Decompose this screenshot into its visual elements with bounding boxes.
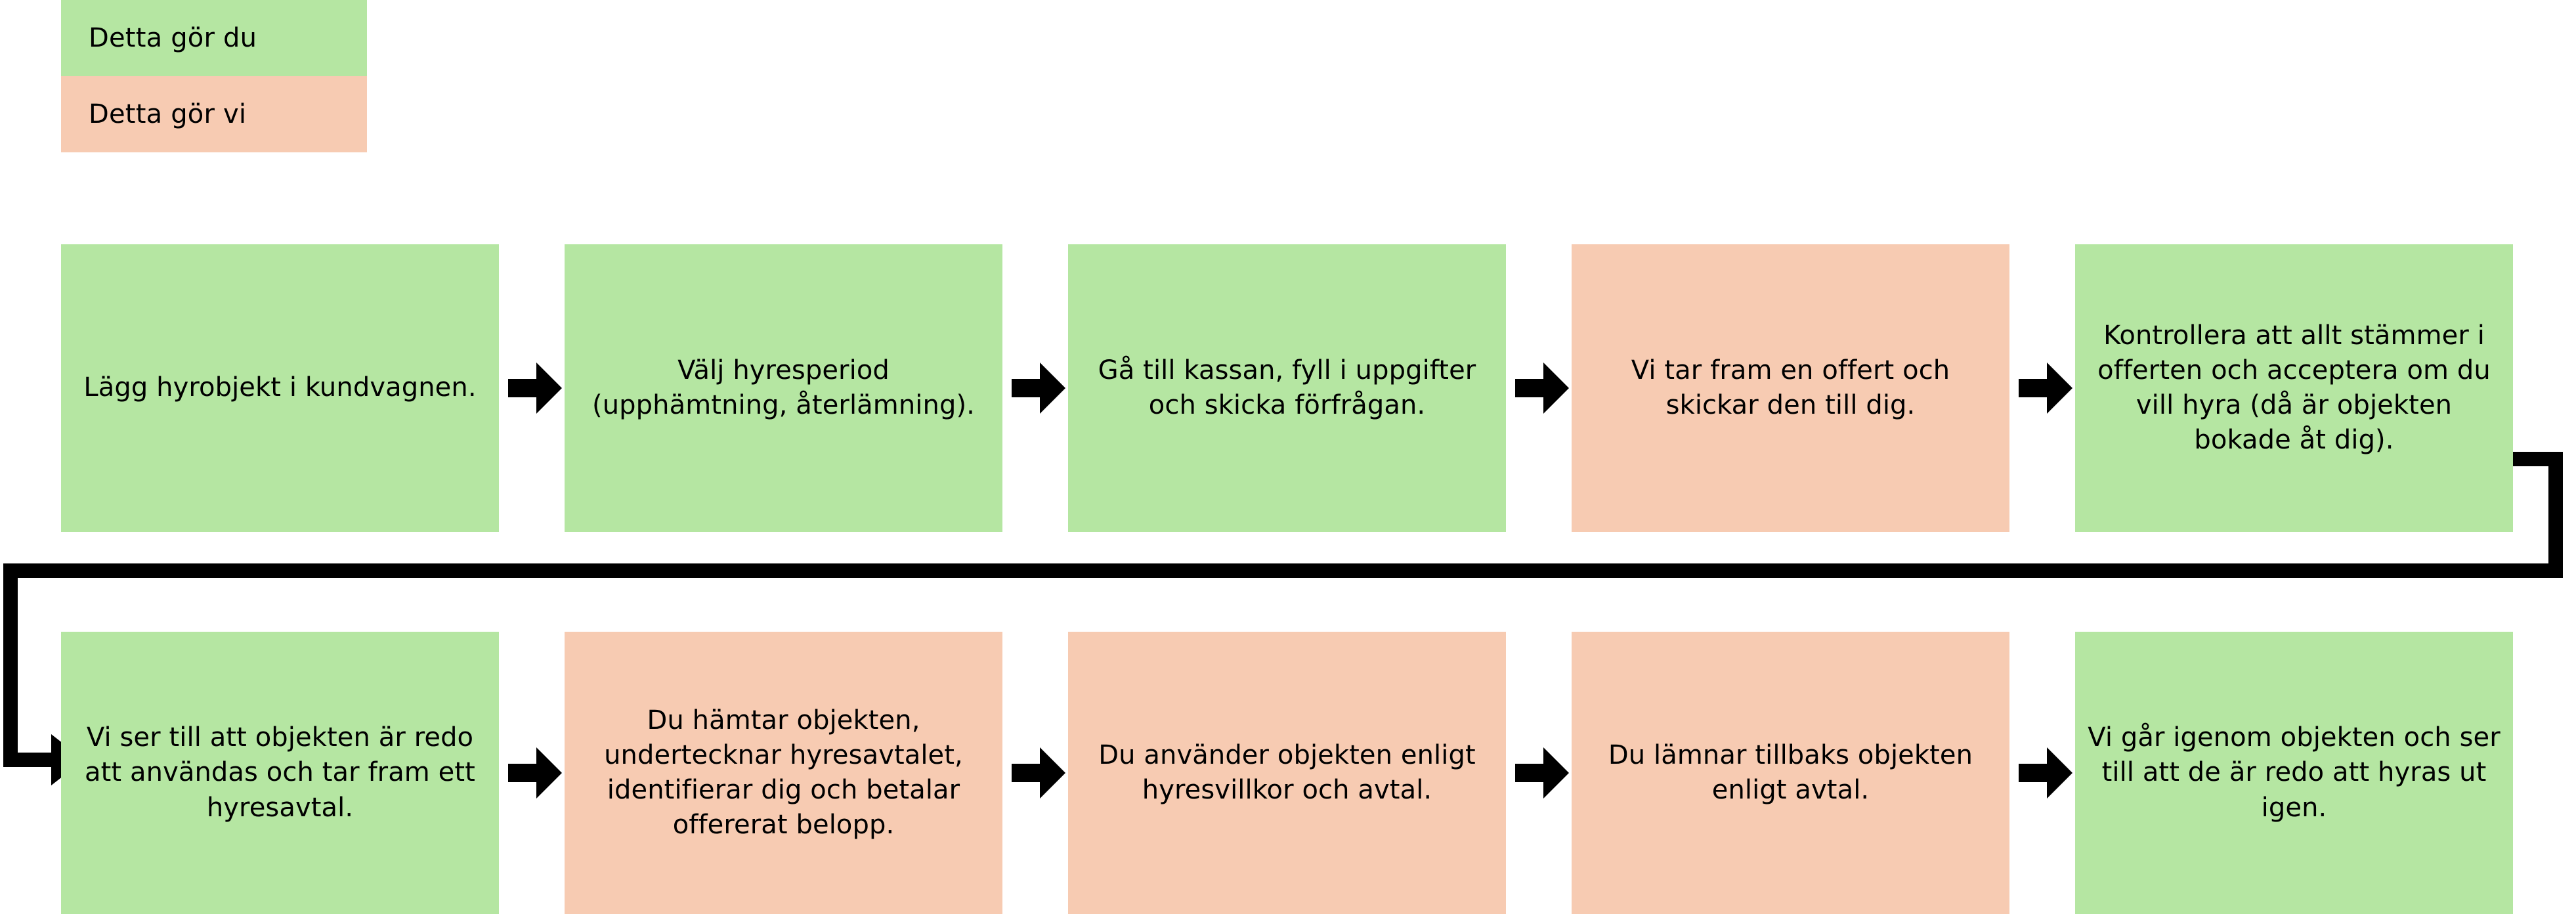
process-step-2: Välj hyresperiod (upphämtning, återlämni… — [565, 244, 1002, 532]
process-step-9: Du lämnar tillbaks objekten enligt avtal… — [1572, 632, 2009, 914]
process-step-1-label: Lägg hyrobjekt i kundvagnen. — [83, 372, 477, 403]
process-step-8: Du använder objekten enligt hyresvillkor… — [1068, 632, 1506, 914]
process-step-9-label: Du lämnar tillbaks objekten enligt avtal… — [1608, 739, 1973, 805]
process-step-2-label: Välj hyresperiod (upphämtning, återlämni… — [592, 355, 975, 420]
process-step-6-label: Vi ser till att objekten är redo att anv… — [85, 722, 475, 823]
process-step-7-label: Du hämtar objekten, undertecknar hyresav… — [604, 705, 963, 841]
legend-label-company: Detta gör vi — [89, 99, 247, 129]
process-step-5-label: Kontrollera att allt stämmer i offerten … — [2097, 320, 2491, 456]
process-step-5: Kontrollera att allt stämmer i offerten … — [2075, 244, 2513, 532]
arrow-step-9-to-10 — [2009, 745, 2075, 801]
process-step-4-label: Vi tar fram en offert och skickar den ti… — [1631, 355, 1950, 420]
process-step-10-label: Vi går igenom objekten och ser till att … — [2088, 722, 2501, 823]
process-step-10: Vi går igenom objekten och ser till att … — [2075, 632, 2513, 914]
legend-item-customer: Detta gör du — [61, 0, 367, 76]
arrow-step-7-to-8 — [1002, 745, 1068, 801]
arrow-step-4-to-5 — [2009, 360, 2075, 416]
arrow-step-6-to-7 — [499, 745, 565, 801]
legend: Detta gör du Detta gör vi — [61, 0, 367, 152]
process-step-3-label: Gå till kassan, fyll i uppgifter och ski… — [1098, 355, 1476, 420]
process-step-7: Du hämtar objekten, undertecknar hyresav… — [565, 632, 1002, 914]
legend-label-customer: Detta gör du — [89, 23, 257, 53]
process-step-6: Vi ser till att objekten är redo att anv… — [61, 632, 499, 914]
arrow-step-3-to-4 — [1506, 360, 1572, 416]
arrow-step-2-to-3 — [1002, 360, 1068, 416]
process-step-1: Lägg hyrobjekt i kundvagnen. — [61, 244, 499, 532]
arrow-step-1-to-2 — [499, 360, 565, 416]
process-step-3: Gå till kassan, fyll i uppgifter och ski… — [1068, 244, 1506, 532]
legend-item-company: Detta gör vi — [61, 76, 367, 152]
process-step-8-label: Du använder objekten enligt hyresvillkor… — [1098, 739, 1476, 805]
arrow-step-8-to-9 — [1506, 745, 1572, 801]
process-step-4: Vi tar fram en offert och skickar den ti… — [1572, 244, 2009, 532]
